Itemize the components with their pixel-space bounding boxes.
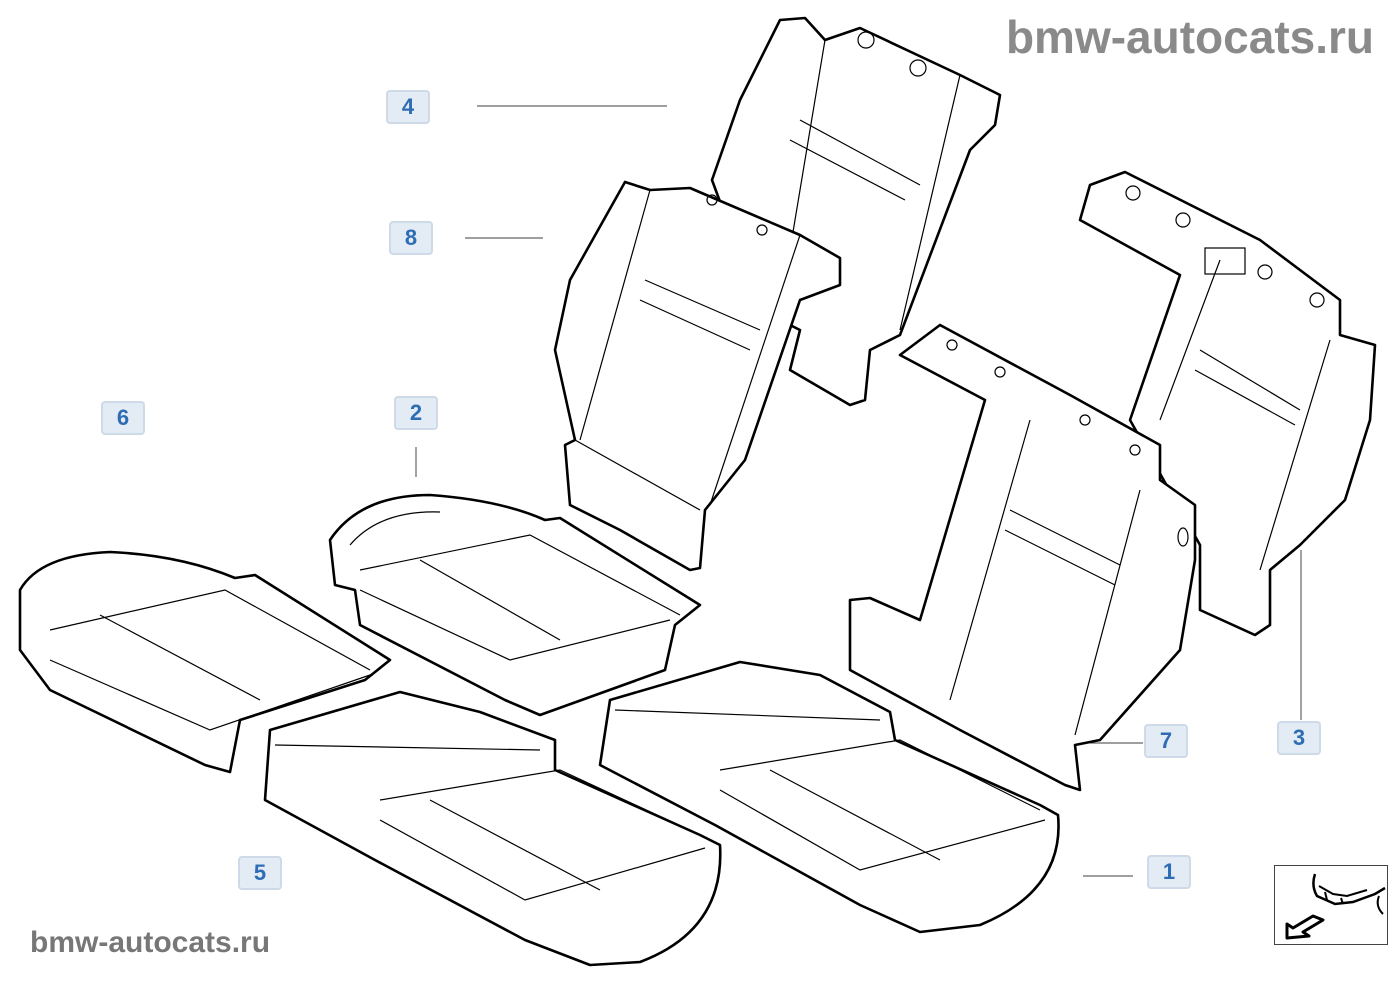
part-5-seat-cushion-cover (263, 690, 722, 967)
part-7-backrest-cover (848, 323, 1197, 792)
part-1-seat-cushion-cover (598, 660, 1060, 934)
part-8-backrest-cover (553, 180, 842, 572)
vehicle-location-thumbnail[interactable] (1274, 865, 1388, 945)
callout-4[interactable]: 4 (386, 90, 430, 124)
callout-6[interactable]: 6 (101, 401, 145, 435)
part-2-seat-cushion-cover (328, 493, 702, 717)
car-front-arrow-icon (1285, 873, 1386, 940)
callout-7[interactable]: 7 (1144, 724, 1188, 758)
part-3-backrest-cover (1078, 170, 1377, 637)
callout-5[interactable]: 5 (238, 856, 282, 890)
watermark-top: bmw-autocats.ru (1005, 11, 1374, 63)
watermark-bottom: bmw-autocats.ru (30, 926, 271, 959)
part-6-seat-cushion-cover (18, 550, 392, 774)
callout-1[interactable]: 1 (1147, 855, 1191, 889)
callout-3[interactable]: 3 (1277, 721, 1321, 755)
callout-2[interactable]: 2 (394, 396, 438, 430)
callout-8[interactable]: 8 (389, 221, 433, 255)
